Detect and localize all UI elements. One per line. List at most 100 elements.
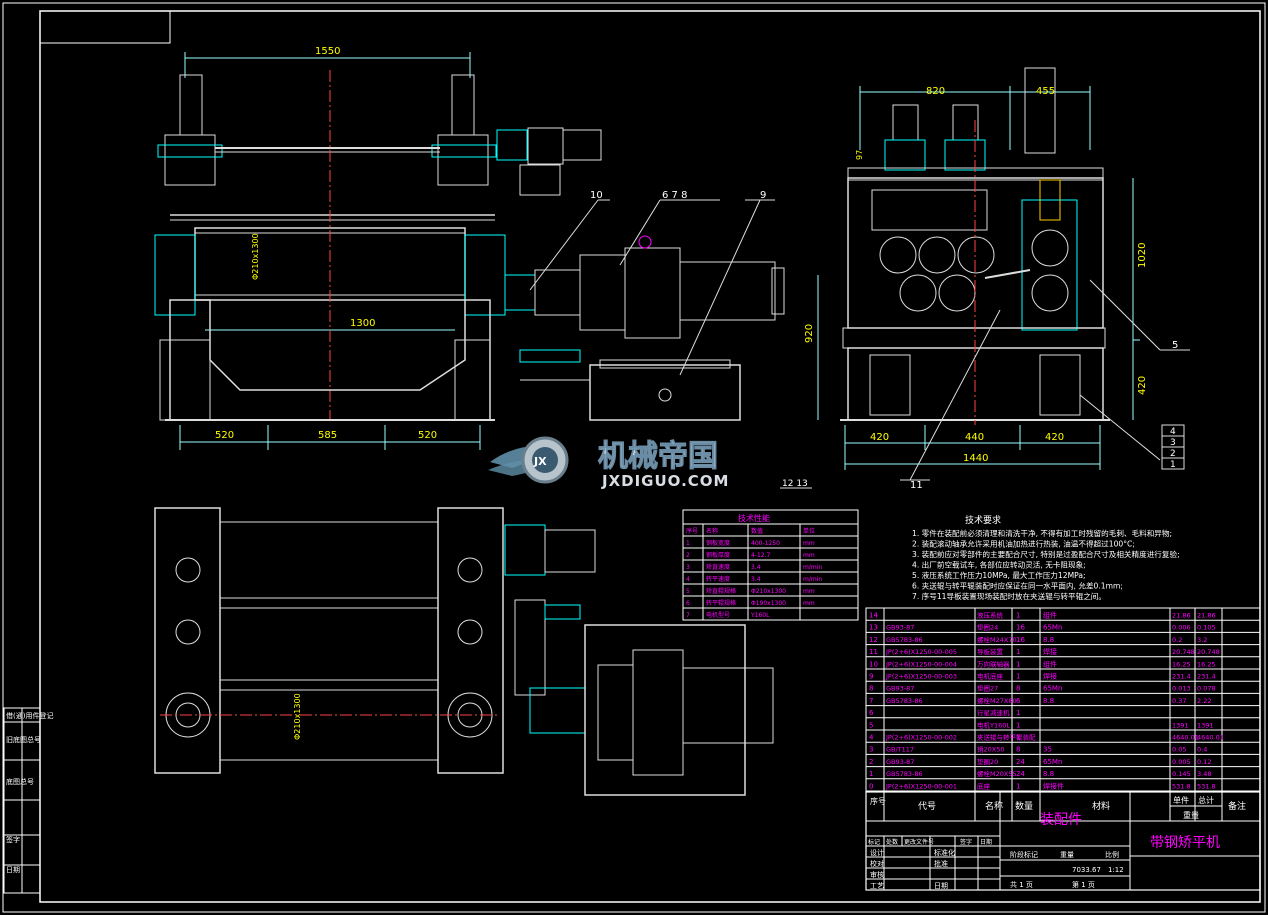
params-cell: m/min (803, 576, 822, 583)
callout-3: 3 (1170, 438, 1176, 448)
bom-unit-weight: 4640.01 (1172, 734, 1199, 742)
params-cell: 2 (686, 552, 690, 559)
bom-name: 万向联轴器 (977, 659, 1010, 668)
bom-seq: 8 (869, 685, 873, 693)
tb-label-count: 处数 (886, 838, 898, 846)
bom-material: 65Mn (1043, 758, 1062, 766)
params-cell: 矫直辊规格 (706, 587, 736, 595)
params-cell: 钢板厚度 (706, 551, 730, 559)
bom-header-note: 备注 (1228, 800, 1246, 812)
bom-code: JP(2+6)X1250-00-004 (885, 660, 957, 668)
assembly-label: 装配件 (1040, 812, 1082, 828)
front-view: 1550 1300 Φ210x1300 (154, 46, 785, 450)
bom-unit-weight: 531.8 (1172, 782, 1191, 790)
bom-material: 65Mn (1043, 685, 1062, 693)
dim-520-b: 520 (418, 430, 437, 441)
bom-total-weight: 231.4 (1197, 673, 1216, 681)
bom-unit-weight: 1391 (1172, 721, 1189, 729)
bom-code: JP(2+6)X1250-00-001 (885, 782, 957, 790)
tb-role-review: 审核 (870, 870, 884, 879)
bom-name: 垫圈27 (977, 684, 998, 693)
requirements-title: 技术要求 (965, 514, 1001, 526)
callout-678: 6 7 8 (662, 190, 687, 201)
sheet-number: 第 1 页 (1072, 880, 1095, 889)
bom-frame (865, 607, 1261, 822)
params-cell: 转平速度 (706, 575, 730, 583)
params-cell: 7 (686, 612, 690, 619)
params-cell: 钢板宽度 (706, 539, 730, 547)
bom-total-weight: 0.105 (1197, 624, 1216, 632)
bom-seq: 13 (869, 624, 878, 632)
params-cell: 矫直速度 (706, 563, 730, 571)
tb-std: 标准化 (934, 848, 955, 857)
dim-roll-dia: Φ210x1300 (251, 233, 260, 280)
bom-total-weight: 16.25 (1197, 660, 1216, 668)
bom-code: GB93-87 (886, 685, 914, 693)
params-cell: 3.4 (751, 576, 761, 583)
bom-total-weight: 20.748 (1197, 648, 1220, 656)
bom-qty: 6 (1016, 697, 1021, 705)
side-view: 820 455 1020 420 920 (804, 67, 1190, 491)
dim-455: 455 (1036, 86, 1055, 97)
bom-qty: 16 (1016, 624, 1025, 632)
bom-name: 底座 (977, 781, 991, 790)
bom-qty: 1 (1016, 648, 1020, 656)
bom-qty: 1 (1016, 721, 1020, 729)
params-cell: 3 (686, 564, 690, 571)
bom-name: 电机底座 (977, 672, 1004, 681)
dim-side-420-b: 420 (1045, 432, 1064, 443)
params-cell: 6 (686, 600, 690, 607)
bom-name: 行星减速机 (977, 708, 1010, 717)
params-cell: 转平辊规格 (706, 599, 736, 607)
callout-2: 2 (1170, 449, 1176, 459)
watermark-en: JXDIGUO.COM (601, 472, 729, 490)
bom-total-weight: 531.8 (1197, 782, 1216, 790)
bom-unit-weight: 0.05 (1172, 746, 1186, 754)
requirement-item: 3. 装配前应对零部件的主要配合尺寸, 特别是过盈配合尺寸及相关精度进行复验; (912, 549, 1180, 559)
bom-qty: 1 (1016, 782, 1020, 790)
bom-seq: 9 (869, 673, 873, 681)
dim-1020: 1020 (1137, 243, 1148, 268)
bom-seq: 14 (869, 612, 878, 620)
params-title: 技术性能 (738, 513, 770, 523)
requirement-item: 6. 夹送辊与转平辊装配时应保证在同一水平面内, 允差0.1mm; (912, 581, 1123, 591)
tb-date: 日期 (934, 882, 948, 890)
bom-qty: 8 (1016, 685, 1020, 693)
bom-code: JP(2+6)X1250-00-003 (885, 673, 957, 681)
bom-unit-weight: 0.2 (1172, 636, 1182, 644)
bom-qty: 24 (1016, 758, 1025, 766)
bom-unit-weight: 16.25 (1172, 660, 1191, 668)
bom-material: 8.8 (1043, 770, 1054, 778)
params-cell: 1 (686, 540, 690, 547)
bom-qty: 24 (1016, 770, 1025, 778)
params-cell: 400-1250 (751, 540, 780, 547)
bom-total-weight: 3.2 (1197, 636, 1207, 644)
callout-11: 11 (910, 480, 923, 491)
bom-total-weight: 3.48 (1197, 770, 1211, 778)
product-name: 带钢矫平机 (1150, 835, 1220, 851)
watermark-cn: 机械帝国 (598, 439, 718, 474)
bom-header-material: 材料 (1092, 800, 1110, 812)
bom-material: 组件 (1043, 611, 1057, 620)
dim-585: 585 (318, 430, 337, 441)
plan-view: Φ210x1300 (154, 507, 774, 796)
bom-header-weight: 重量 (1183, 810, 1199, 820)
bom-total-weight: 4640.01 (1197, 734, 1224, 742)
params-cell: mm (803, 552, 815, 559)
bom-name: 导板装置 (977, 647, 1004, 656)
params-cell: mm (803, 600, 815, 607)
dim-side-420-a: 420 (870, 432, 889, 443)
tb-role-design: 设计 (870, 848, 884, 857)
bom-material: 8.8 (1043, 697, 1054, 705)
bom-seq: 10 (869, 660, 878, 668)
bom-code: GB93-87 (886, 624, 914, 632)
params-header: 单位 (803, 527, 815, 535)
bom-seq: 12 (869, 636, 878, 644)
bom-unit-weight: 21.86 (1172, 612, 1191, 620)
bom-header-total: 总计 (1198, 795, 1214, 805)
scale-value: 1:12 (1108, 866, 1124, 874)
tb-label-doc: 更改文件号 (904, 838, 934, 846)
